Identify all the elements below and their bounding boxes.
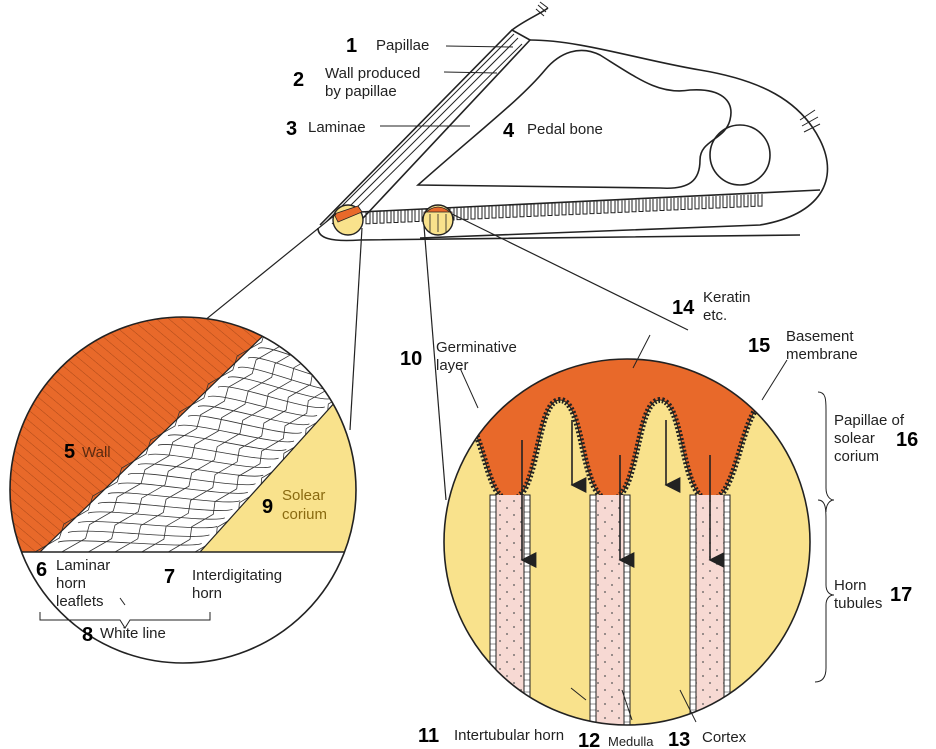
label-keratin: 14 Keratin etc.	[672, 289, 751, 324]
svg-text:Intertubular horn: Intertubular horn	[454, 727, 564, 744]
svg-text:corium: corium	[834, 448, 879, 465]
svg-text:15: 15	[748, 335, 770, 357]
svg-text:Keratin: Keratin	[703, 289, 751, 306]
svg-text:Horn: Horn	[834, 577, 867, 594]
label-papillae: 1 Papillae	[346, 35, 429, 57]
label-wall: 5 Wall	[64, 441, 111, 463]
svg-text:8: 8	[82, 624, 93, 646]
label-cortex: 13 Cortex	[668, 729, 747, 749]
label-text: Papillae	[376, 37, 429, 54]
left-magnified-circle	[0, 299, 400, 700]
label-basement-membrane: 15 Basement membrane	[748, 328, 858, 363]
label-pedal-bone: 4 Pedal bone	[503, 120, 603, 142]
svg-text:9: 9	[262, 496, 273, 518]
svg-text:6: 6	[36, 559, 47, 581]
svg-text:leaflets: leaflets	[56, 593, 104, 610]
svg-text:Germinative: Germinative	[436, 339, 517, 356]
svg-text:etc.: etc.	[703, 307, 727, 324]
svg-text:Medulla: Medulla	[608, 734, 654, 749]
svg-text:Laminae: Laminae	[308, 119, 366, 136]
svg-text:Basement: Basement	[786, 328, 854, 345]
label-wall-produced: 2 Wall produced by papillae	[293, 65, 420, 100]
svg-text:tubules: tubules	[834, 595, 882, 612]
svg-text:Interdigitating: Interdigitating	[192, 567, 282, 584]
svg-text:14: 14	[672, 297, 695, 319]
svg-text:3: 3	[286, 118, 297, 140]
svg-text:5: 5	[64, 441, 75, 463]
label-intertubular: 11 Intertubular horn	[418, 725, 564, 747]
label-solear-papillae: Papillae of solear corium 16	[834, 412, 918, 465]
svg-text:Pedal bone: Pedal bone	[527, 121, 603, 138]
svg-text:11: 11	[418, 725, 439, 747]
svg-text:16: 16	[896, 429, 918, 451]
svg-text:by papillae: by papillae	[325, 83, 397, 100]
right-magnified-circle	[440, 355, 834, 749]
label-laminae: 3 Laminae	[286, 118, 366, 140]
svg-text:White line: White line	[100, 625, 166, 642]
svg-text:Solear: Solear	[282, 487, 325, 504]
label-medulla: 12 Medulla	[578, 730, 654, 749]
svg-text:17: 17	[890, 584, 912, 606]
svg-text:solear: solear	[834, 430, 875, 447]
svg-text:10: 10	[400, 348, 422, 370]
svg-text:7: 7	[164, 566, 175, 588]
svg-text:layer: layer	[436, 357, 469, 374]
svg-text:2: 2	[293, 69, 304, 91]
label-germinative: 10 Germinative layer	[400, 339, 517, 374]
svg-text:13: 13	[668, 729, 690, 749]
svg-text:membrane: membrane	[786, 346, 858, 363]
svg-text:Laminar: Laminar	[56, 557, 110, 574]
label-horn-tubules: Horn tubules 17	[834, 577, 912, 612]
svg-text:corium: corium	[282, 506, 327, 523]
svg-text:4: 4	[503, 120, 515, 142]
svg-text:Wall: Wall	[82, 444, 111, 461]
svg-text:horn: horn	[192, 585, 222, 602]
svg-text:Papillae of: Papillae of	[834, 412, 905, 429]
label-number: 1	[346, 35, 357, 57]
svg-text:Cortex: Cortex	[702, 729, 747, 746]
svg-text:horn: horn	[56, 575, 86, 592]
svg-text:12: 12	[578, 730, 600, 749]
svg-text:Wall produced: Wall produced	[325, 65, 420, 82]
